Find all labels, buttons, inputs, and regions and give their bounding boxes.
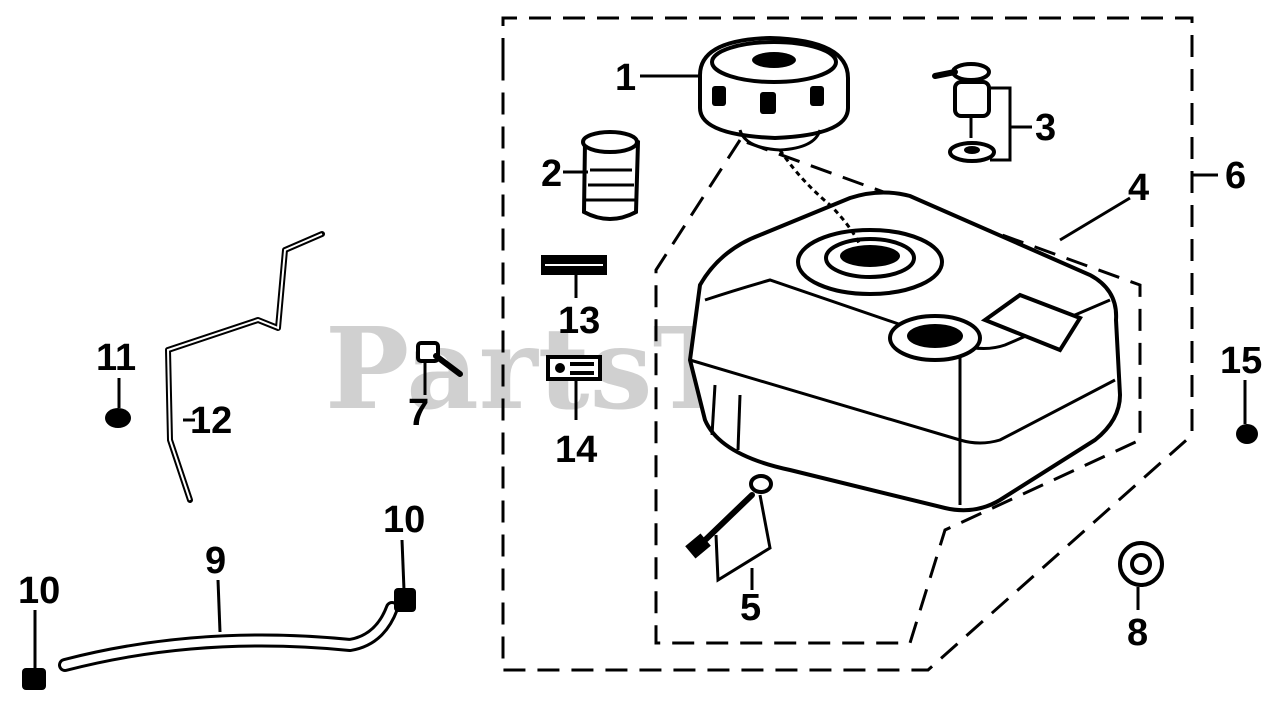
callout-4: 4 xyxy=(1128,167,1149,209)
assembly-outline xyxy=(501,16,1218,672)
drain-fitting-icon[interactable] xyxy=(685,474,773,559)
callout-10-left: 10 xyxy=(18,570,60,612)
callout-11: 11 xyxy=(96,337,136,379)
callout-15: 15 xyxy=(1220,340,1262,382)
tank-outline xyxy=(654,138,1142,645)
callout-13: 13 xyxy=(558,300,600,342)
callout-2: 2 xyxy=(541,153,562,195)
label-icon[interactable] xyxy=(541,255,607,275)
callout-3: 3 xyxy=(1035,107,1056,149)
bolt-icon[interactable] xyxy=(416,341,463,377)
callout-10-right: 10 xyxy=(383,499,425,541)
leader-lines xyxy=(33,74,1247,670)
callout-8: 8 xyxy=(1127,612,1148,654)
callout-9: 9 xyxy=(205,540,226,582)
washer-icon[interactable] xyxy=(1118,541,1164,587)
callout-12: 12 xyxy=(190,400,232,442)
callout-6: 6 xyxy=(1225,155,1246,197)
callout-14: 14 xyxy=(555,429,597,471)
fuel-line-icon[interactable] xyxy=(58,601,399,672)
nut-icon[interactable] xyxy=(105,408,131,428)
callouts: 1 2 3 4 5 6 7 8 9 10 10 11 12 13 14 15 xyxy=(18,57,1262,654)
fuel-strainer-icon[interactable] xyxy=(581,130,641,221)
bracket-rod-icon[interactable] xyxy=(165,231,325,503)
callout-5: 5 xyxy=(740,587,761,629)
fuel-tank-icon[interactable] xyxy=(687,190,1123,513)
label-icon[interactable] xyxy=(546,355,602,381)
fuel-cap-icon[interactable] xyxy=(698,35,862,246)
fuel-valve-icon[interactable] xyxy=(932,62,996,163)
callout-1: 1 xyxy=(615,57,636,99)
callout-7: 7 xyxy=(408,392,429,434)
nut-icon[interactable] xyxy=(1236,424,1258,444)
hose-clamp-icon[interactable] xyxy=(22,668,46,690)
hose-clamp-icon[interactable] xyxy=(394,588,416,612)
